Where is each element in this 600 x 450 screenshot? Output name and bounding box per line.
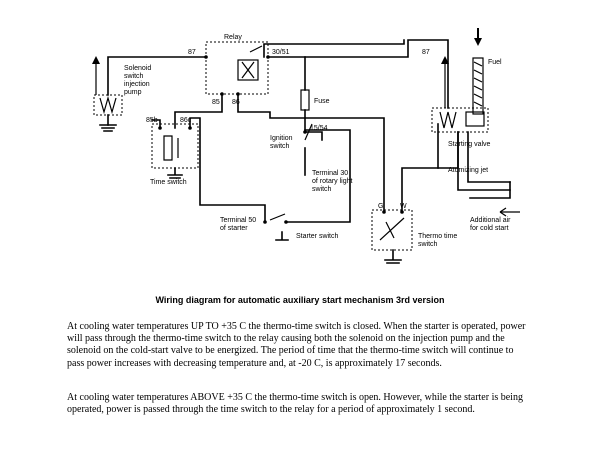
relay-coil (237, 59, 259, 81)
solenoid-outline (93, 94, 123, 116)
label-85-relay: 85 (212, 99, 220, 106)
label-ignition: Ignition switch (270, 135, 295, 150)
label-starter-switch: Starter switch (296, 233, 339, 240)
starting-valve-body (465, 111, 485, 127)
label-additional-air: Additional air for cold start (470, 217, 512, 232)
starting-valve-coil (439, 111, 457, 129)
label-relay: Relay (224, 34, 242, 41)
time-switch-coil (163, 135, 173, 161)
fuel-arrow (474, 38, 482, 46)
label-86-relay: 86 (232, 99, 240, 106)
thermo-switch-outline (371, 209, 413, 251)
wire-87-starting-valve (267, 39, 449, 109)
label-30-51: 30/51 (272, 49, 290, 56)
label-w: W (400, 203, 407, 210)
label-terminal-30: Terminal 30 of rotary light switch (312, 170, 354, 193)
solenoid-arrow (92, 56, 100, 64)
label-87-left: 87 (188, 49, 196, 56)
wire-86-thermo (237, 93, 385, 213)
air-arrow (499, 207, 520, 217)
wire-ignition (304, 131, 323, 141)
label-fuse: Fuse (314, 98, 330, 105)
label-terminal-50: Terminal 50 of starter (220, 217, 258, 232)
wire-terminal-50 (285, 129, 351, 223)
label-time-switch: Time switch (150, 179, 187, 186)
relay-outline (205, 41, 269, 95)
wire-87-solenoid (107, 56, 207, 96)
wiring-diagram: Relay 87 87 30/51 85 86 85b 86c 15/54 So… (92, 28, 520, 264)
ignition-switch-blade (304, 123, 313, 141)
paragraph-above-35: At cooling water temperatures ABOVE +35 … (67, 392, 523, 416)
ground-time (167, 167, 183, 179)
fuel-pipe (472, 57, 484, 115)
label-thermo: Thermo time switch (418, 233, 459, 248)
fuse-element (300, 89, 310, 111)
label-15-54: 15/54 (310, 125, 328, 132)
label-fuel: Fuel (488, 59, 502, 66)
wire-85-time (174, 93, 223, 129)
relay-contact (249, 45, 263, 53)
diagram-caption: Wiring diagram for automatic auxiliary s… (155, 295, 445, 305)
starting-valve-arrow (441, 56, 449, 64)
label-87-right: 87 (422, 49, 430, 56)
ground-thermo (384, 249, 402, 264)
ground-starter (275, 231, 289, 241)
paragraph-below-35: At cooling water temperatures UP TO +35 … (67, 321, 526, 369)
label-atomizing-jet: Atomizing jet (448, 167, 488, 174)
time-switch-outline (151, 123, 199, 169)
label-solenoid: Solenoid switch injection pump (124, 65, 153, 96)
label-starting-valve: Starting valve (448, 141, 491, 148)
thermo-element (379, 217, 405, 241)
wire-time-switch-down (151, 119, 161, 129)
wire-30-51-top (263, 39, 405, 58)
starting-valve-outline (431, 107, 489, 133)
solenoid-coil (99, 95, 117, 115)
atomizing-jet-pipe (457, 131, 511, 191)
label-86c: 86c (180, 117, 192, 124)
label-85b: 85b (146, 117, 158, 124)
starter-switch-blade (269, 213, 286, 221)
label-g: G (378, 203, 383, 210)
